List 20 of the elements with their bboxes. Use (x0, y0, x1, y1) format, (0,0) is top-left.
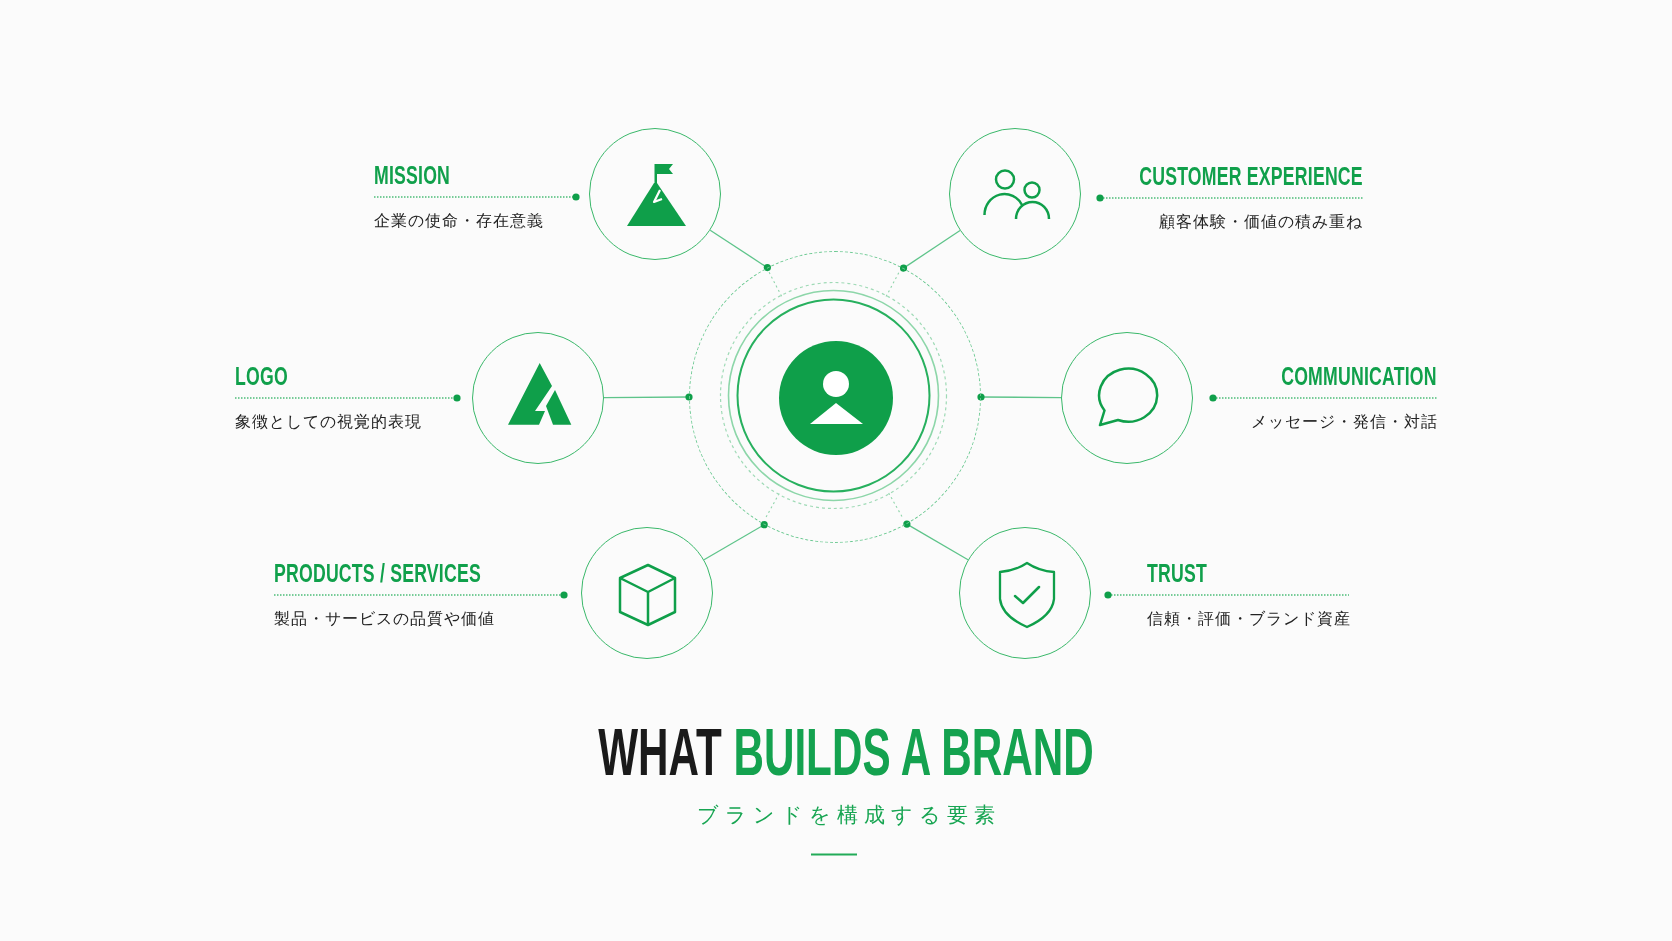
connector-line (603, 393, 693, 401)
diagram-title: WHAT BUILDS A BRAND (598, 718, 1094, 785)
category-description: 顧客体験・価値の積み重ね (1159, 212, 1363, 232)
connector-line (899, 229, 961, 272)
category-description: 企業の使命・存在意義 (374, 211, 544, 231)
category-heading: TRUST (1147, 560, 1207, 586)
category-heading: PRODUCTS / SERVICES (274, 560, 481, 586)
category-heading: COMMUNICATION (1281, 363, 1437, 389)
category-description: 製品・サービスの品質や価値 (274, 609, 495, 629)
category-heading: LOGO (235, 363, 288, 389)
connector-line (709, 229, 771, 272)
category-description: 信頼・評価・ブランド資産 (1147, 609, 1351, 629)
category-heading: MISSION (374, 162, 451, 188)
category-description: メッセージ・発信・対話 (1251, 412, 1438, 432)
category-heading: CUSTOMER EXPERIENCE (1139, 163, 1363, 189)
category-description: 象徴としての視覚的表現 (235, 412, 422, 432)
connector-line (703, 521, 768, 561)
connector-line (977, 393, 1062, 401)
subtitle: ブランドを構成する要素 (696, 802, 1001, 828)
connector-line (903, 520, 969, 561)
